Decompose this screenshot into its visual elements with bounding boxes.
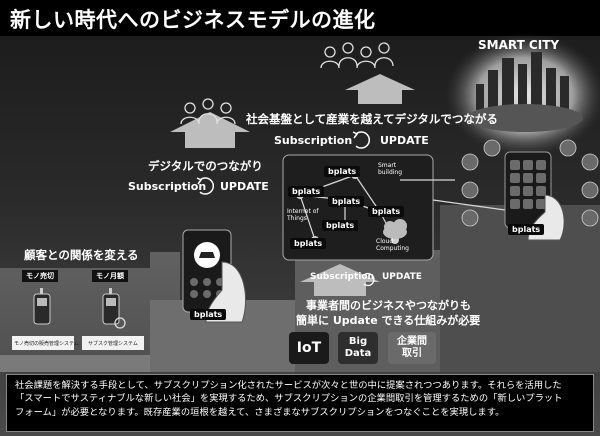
badge-iot: IoT [289,332,329,364]
up-arrow-2 [345,74,415,104]
stage1-heading: 顧客との関係を変える [24,248,139,262]
people-icons-stage2 [180,98,236,125]
city-icon-ring [461,139,599,227]
people-icons-stage3 [320,42,394,69]
node-smart-building: Smart building [378,162,403,176]
footer-description: 社会課題を解決する手段として、サブスクリプション化されたサービスが次々と世の中に… [6,374,594,432]
caption-sub-system: サブスク管理システム [88,341,138,347]
tag-monthly: モノ月額 [92,270,128,282]
smart-city-title: SMART CITY [478,38,560,52]
badge-b2b: 企業間 取引 [388,332,436,364]
bplats-logo-stage2: bplats [190,309,227,320]
up-arrow-1 [170,112,250,148]
bplats-logo-stage4: bplats [508,224,545,235]
plate-sell [12,336,74,350]
page-title: 新しい時代へのビジネスモデルの進化 [10,8,376,32]
sync-icon-stage3b [363,272,375,287]
stage2-subscription: Subscription [128,180,207,193]
bplats-node-1: bplats [288,186,325,197]
feature-phone-sub [102,288,126,329]
cloud-icon [383,219,407,239]
tag-sell: モノ売切 [22,270,58,282]
city-buildings [467,52,583,132]
stage3-update: UPDATE [380,134,429,147]
stage2-heading: デジタルでのつながり [148,159,263,173]
feature-phone-sell [33,288,51,325]
footer-line-1: 社会課題を解決する手段として、サブスクリプション化されたサービスが次々と世の中に… [15,380,562,391]
bplats-node-6: bplats [290,238,327,249]
badge-big-data: Big Data [338,332,378,364]
footer-line-3: フォーム」が必要となります。既存産業の垣根を越えて、さまざまなサブスクリプション… [15,406,505,418]
node-iot: Internet of Things [287,208,319,222]
sync-icon-stage3 [352,131,371,149]
stage2-update: UPDATE [220,180,269,193]
phone-stage4-apps [510,160,546,209]
bplats-node-4: bplats [368,206,405,217]
stage3-update-bottom: UPDATE [382,272,422,282]
stage3-caption-line2: 簡単に Update できる仕組みが必要 [296,314,481,327]
step-1 [0,355,160,372]
plate-sub [82,336,144,350]
bplats-node-2: bplats [324,166,361,177]
up-arrow-3 [300,264,380,296]
bplats-node-5: bplats [322,220,359,231]
footer-line-2: 「スマートでサスティナブルな新しい社会」を実現するため、サブスクリプションの企業… [15,393,563,405]
bplats-node-3: bplats [328,196,365,207]
stage3-heading: 社会基盤として産業を越えてデジタルでつながる [246,112,498,126]
title-bar [0,0,600,36]
node-cloud: Cloud Computing [376,238,409,252]
sync-icon-stage2 [196,177,215,195]
stage3-caption-line1: 事業者間のビジネスやつながりも [306,299,471,312]
caption-sell-system: モノ売切の販売管理システム [14,341,79,347]
hand-stage2 [205,261,247,323]
stage3-subscription-bottom: Subscription [310,272,374,282]
stage3-subscription: Subscription [274,134,353,147]
